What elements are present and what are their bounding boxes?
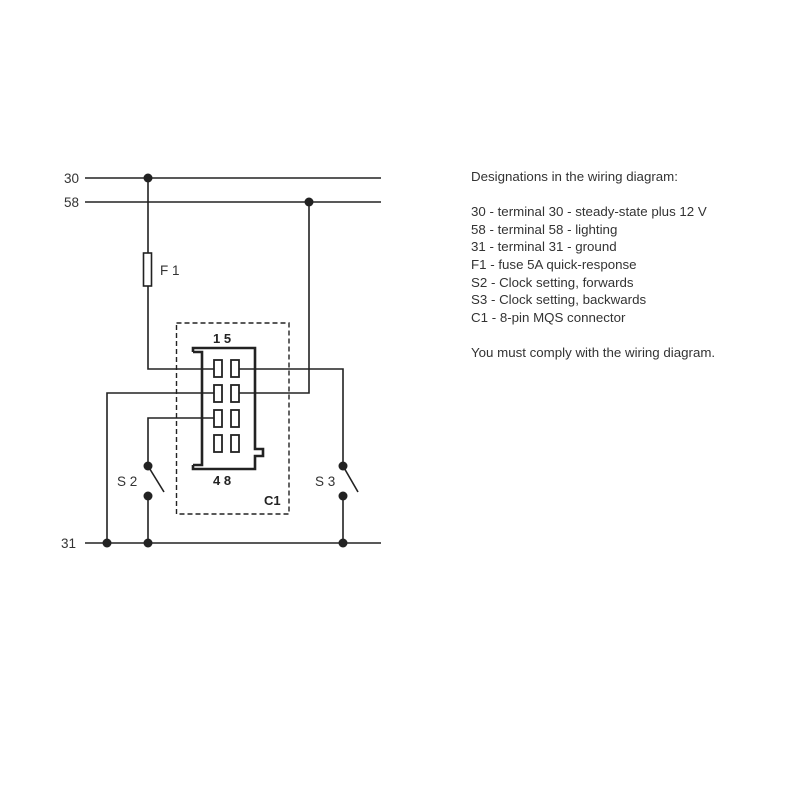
fuse-f1-label: F 1 xyxy=(160,263,180,278)
legend-item: C1 - 8-pin MQS connector xyxy=(471,309,626,325)
pin-6 xyxy=(230,384,240,403)
legend-item: 58 - terminal 58 - lighting xyxy=(471,221,618,237)
pin-8 xyxy=(230,434,240,453)
rail-31-label: 31 xyxy=(61,536,76,551)
connector-housing-latch xyxy=(193,350,204,467)
rail-30-label: 30 xyxy=(64,171,79,186)
legend: Designations in the wiring diagram: 30 -… xyxy=(471,168,715,362)
connector-top-pin-numbers: 1 5 xyxy=(213,331,231,346)
switch-s2-contact xyxy=(143,491,153,501)
pin-4 xyxy=(213,434,223,453)
junction-dot xyxy=(338,538,348,548)
legend-item: F1 - fuse 5A quick-response xyxy=(471,256,637,272)
pin-7 xyxy=(230,409,240,428)
junction-dot xyxy=(143,173,153,183)
switch-s3-contact xyxy=(338,491,348,501)
pin-1 xyxy=(213,359,223,378)
legend-item: S3 - Clock setting, backwards xyxy=(471,292,647,308)
legend-note: You must comply with the wiring diagram. xyxy=(471,344,716,360)
switch-s2-lever xyxy=(147,465,165,493)
connector-bottom-pin-numbers: 4 8 xyxy=(213,473,231,488)
junction-dots xyxy=(102,173,348,548)
wire-pin3-to-s2 xyxy=(147,417,214,466)
fuse-f1-symbol xyxy=(142,252,153,287)
switch-s3-lever xyxy=(342,465,359,493)
switch-s3-label: S 3 xyxy=(315,474,335,489)
wire-58-to-pin6 xyxy=(239,202,310,394)
junction-dot xyxy=(304,197,314,207)
wire-fuse-to-pin1 xyxy=(147,286,214,370)
switch-s3-contact xyxy=(338,461,348,471)
connector-pins xyxy=(213,359,240,453)
rail-58-label: 58 xyxy=(64,195,79,210)
junction-dot xyxy=(143,538,153,548)
legend-title: Designations in the wiring diagram: xyxy=(471,169,678,184)
connector-housing xyxy=(191,346,265,471)
legend-item: 31 - terminal 31 - ground xyxy=(471,239,617,255)
connector-c1-boundary xyxy=(175,322,290,515)
wire-pin5-to-s3 xyxy=(239,368,344,466)
legend-item: 30 - terminal 30 - steady-state plus 12 … xyxy=(471,204,707,220)
connector-c1-label: C1 xyxy=(264,493,281,508)
junction-dot xyxy=(102,538,112,548)
switch-s2-contact xyxy=(143,461,153,471)
pin-3 xyxy=(213,409,223,428)
wire-ground-to-pin2 xyxy=(106,392,214,543)
pin-2 xyxy=(213,384,223,403)
switch-s2-label: S 2 xyxy=(117,474,137,489)
legend-item: S2 - Clock setting, forwards xyxy=(471,274,634,290)
pin-5 xyxy=(230,359,240,378)
